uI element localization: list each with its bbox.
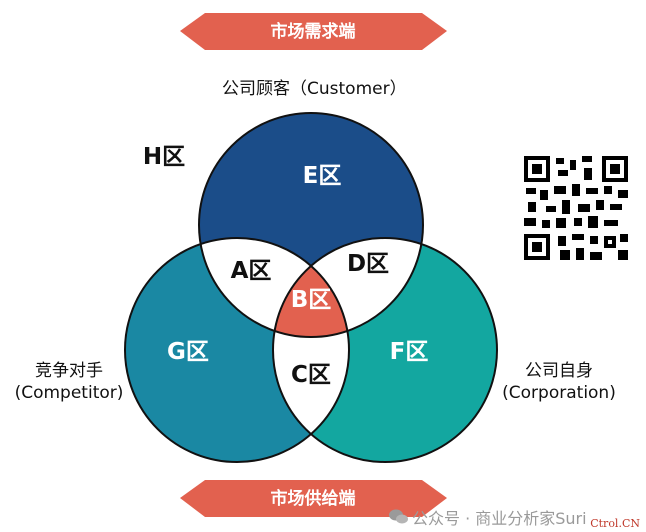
- top-banner-shape: [180, 13, 447, 50]
- zone-c-label: C区: [291, 362, 331, 388]
- zone-d-label: D区: [347, 251, 389, 277]
- top-banner: 市场需求端: [180, 13, 447, 50]
- corporation-outline: [272, 237, 498, 463]
- top-banner-label: 市场需求端: [271, 21, 356, 42]
- corporation-label-cn: 公司自身: [525, 361, 593, 381]
- qr-code: [524, 156, 628, 260]
- zone-b-label: B区: [291, 287, 332, 313]
- corporation-label: 公司自身 (Corporation): [494, 360, 624, 404]
- zone-g-label: G区: [167, 339, 209, 365]
- corner-mark: Ctrol.CN: [590, 517, 640, 530]
- zone-f-label: F区: [390, 339, 429, 365]
- competitor-outline: [124, 237, 350, 463]
- competitor-label: 竞争对手 (Competitor): [10, 360, 128, 404]
- zone-b-center: [273, 238, 349, 337]
- competitor-label-en: (Competitor): [14, 383, 124, 403]
- zone-e-label: E区: [303, 163, 342, 189]
- competitor-label-cn: 竞争对手: [35, 361, 103, 381]
- bottom-banner: 市场供给端: [180, 480, 447, 517]
- customer-outline: [198, 112, 424, 338]
- customer-label: 公司顾客（Customer）: [222, 79, 407, 99]
- corporation-label-en: (Corporation): [502, 383, 616, 403]
- zone-h-label: H区: [143, 144, 185, 170]
- zone-a-label: A区: [231, 258, 272, 284]
- watermark-text: 公众号 · 商业分析家Suri: [412, 509, 587, 528]
- bottom-banner-shape: [180, 480, 447, 517]
- bottom-banner-label: 市场供给端: [271, 488, 356, 509]
- wechat-icon: [389, 509, 408, 524]
